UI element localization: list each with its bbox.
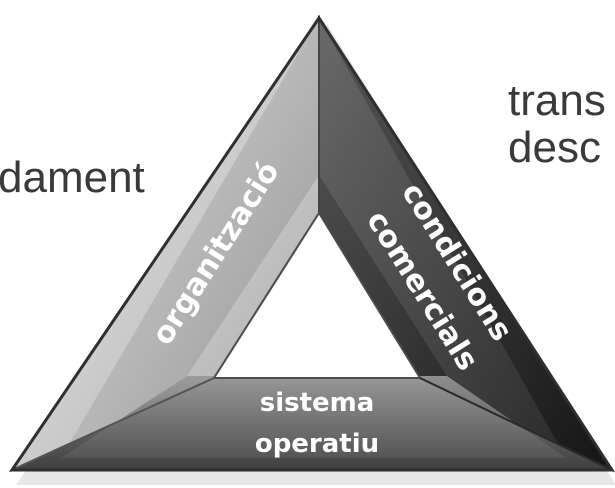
bottom-inner-facet: [61, 376, 566, 458]
label-sistema: sistema: [260, 388, 375, 418]
label-operatiu: operatiu: [255, 429, 379, 459]
right-cropped-text-line-2: desc: [508, 123, 601, 172]
bottom-left-ridge-line: [11, 377, 215, 471]
right-cropped-text-line-1: trans: [508, 76, 606, 125]
right-inner-facet: [319, 18, 566, 458]
triangle-outline: [9, 17, 615, 472]
left-cropped-text: dament: [0, 153, 145, 202]
triangle-center: [212, 211, 422, 379]
left-inner-facet: [61, 18, 319, 458]
bottom-right-ridge-line: [419, 377, 613, 471]
